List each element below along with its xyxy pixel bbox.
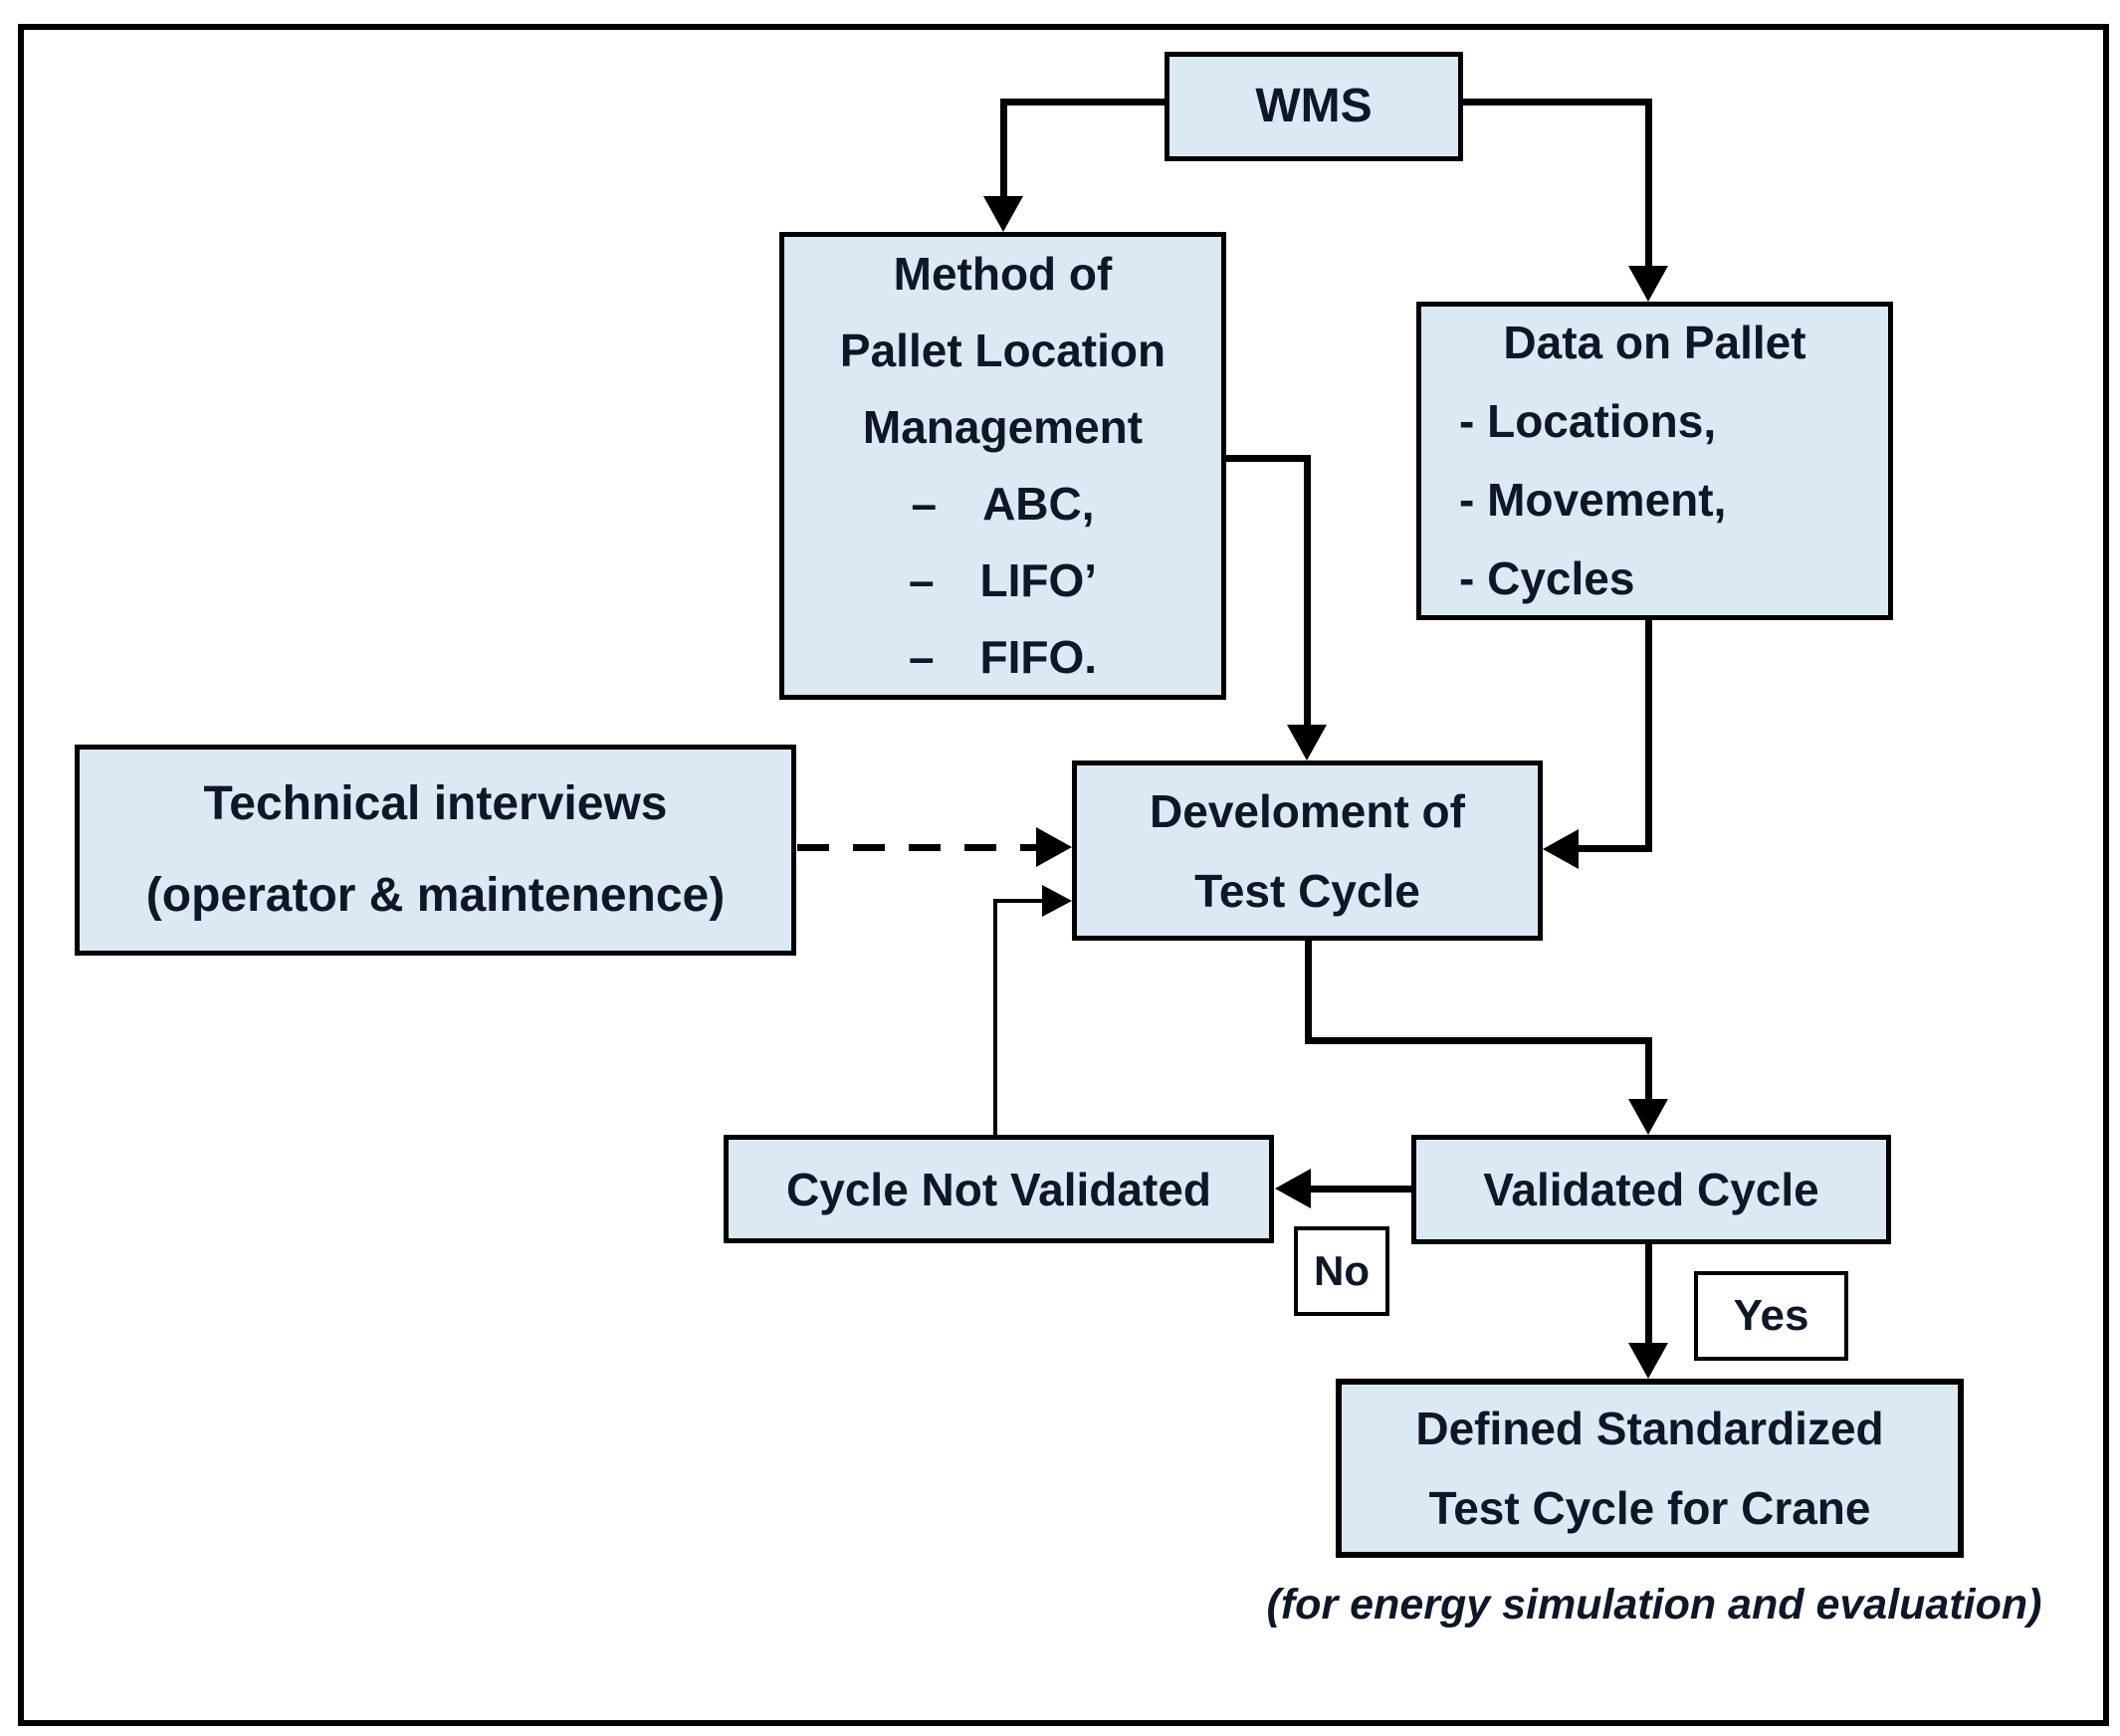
edge-data-down-vertical (1645, 620, 1652, 852)
arrowhead-into-defined-icon (1628, 1343, 1668, 1379)
node-data-on-pallet: Data on Pallet - Locations, - Movement, … (1416, 302, 1893, 620)
edge-wms-left-horizontal (1000, 99, 1165, 106)
label-no-text: No (1314, 1247, 1370, 1294)
node-validated-cycle-label: Validated Cycle (1483, 1164, 1819, 1215)
node-cycle-not-validated-label: Cycle Not Validated (786, 1163, 1211, 1215)
caption-energy-simulation: (for energy simulation and evaluation) (1256, 1581, 2052, 1629)
node-development-of-test-cycle: Develoment of Test Cycle (1072, 760, 1543, 941)
arrowhead-into-validated-icon (1628, 1099, 1668, 1135)
edge-validated-in-vertical (1645, 1037, 1652, 1101)
edge-validated-down-vertical (1645, 1244, 1652, 1345)
edge-data-left-horizontal (1577, 845, 1652, 852)
node-defined-line: Test Cycle for Crane (1428, 1482, 1871, 1534)
node-data-title: Data on Pallet (1503, 317, 1806, 368)
node-cycle-not-validated: Cycle Not Validated (724, 1135, 1274, 1243)
node-method-line: Management (862, 401, 1144, 453)
node-method-bullet: – LIFO’ (908, 554, 1098, 606)
edge-feedback-horizontal (993, 899, 1043, 903)
edge-wms-right-horizontal (1463, 99, 1652, 106)
edge-technical-dashed (797, 844, 1036, 851)
arrowhead-into-development-left-icon (1036, 827, 1072, 867)
edge-validated-left-horizontal (1309, 1186, 1411, 1193)
node-method-line: Method of (893, 248, 1113, 300)
edge-wms-right-vertical (1645, 99, 1652, 266)
label-no: No (1294, 1226, 1389, 1316)
node-wms: WMS (1165, 52, 1463, 161)
edge-method-right-horizontal (1226, 455, 1311, 462)
node-defined-standardized-test-cycle: Defined Standardized Test Cycle for Cran… (1336, 1379, 1964, 1558)
node-defined-line: Defined Standardized (1415, 1403, 1884, 1454)
node-data-item: - Locations, (1459, 395, 1717, 447)
node-technical-line: Technical interviews (203, 777, 668, 830)
arrowhead-into-data-icon (1628, 266, 1668, 302)
arrowhead-into-development-right-icon (1543, 829, 1579, 869)
arrowhead-feedback-icon (1042, 885, 1072, 917)
node-technical-interviews: Technical interviews (operator & mainten… (75, 745, 796, 956)
arrowhead-into-cycle-not-validated-icon (1275, 1169, 1311, 1208)
node-method-bullet: – ABC, (911, 478, 1095, 530)
arrowhead-into-method-icon (983, 196, 1023, 232)
edge-feedback-vertical (993, 899, 997, 1135)
arrowhead-into-development-top-icon (1287, 725, 1327, 760)
node-method-of-pallet-location: Method of Pallet Location Management – A… (779, 232, 1226, 700)
outer-border (18, 24, 2109, 1726)
node-wms-label: WMS (1255, 80, 1373, 132)
edge-development-down-vertical (1305, 936, 1312, 1044)
edge-wms-left-vertical (1000, 99, 1007, 196)
node-data-item: - Cycles (1459, 552, 1635, 604)
node-method-bullet: – FIFO. (908, 631, 1098, 683)
label-yes: Yes (1694, 1271, 1848, 1361)
node-method-line: Pallet Location (839, 325, 1166, 376)
node-data-item: - Movement, (1459, 474, 1727, 526)
caption-text: (for energy simulation and evaluation) (1266, 1581, 2042, 1628)
label-yes-text: Yes (1733, 1291, 1809, 1340)
node-technical-line: (operator & maintenence) (145, 869, 726, 922)
edge-method-down-vertical (1304, 455, 1311, 725)
node-validated-cycle: Validated Cycle (1411, 1135, 1891, 1244)
edge-development-right-horizontal (1305, 1037, 1652, 1044)
node-development-line: Develoment of (1150, 784, 1465, 837)
node-development-line: Test Cycle (1194, 864, 1420, 917)
